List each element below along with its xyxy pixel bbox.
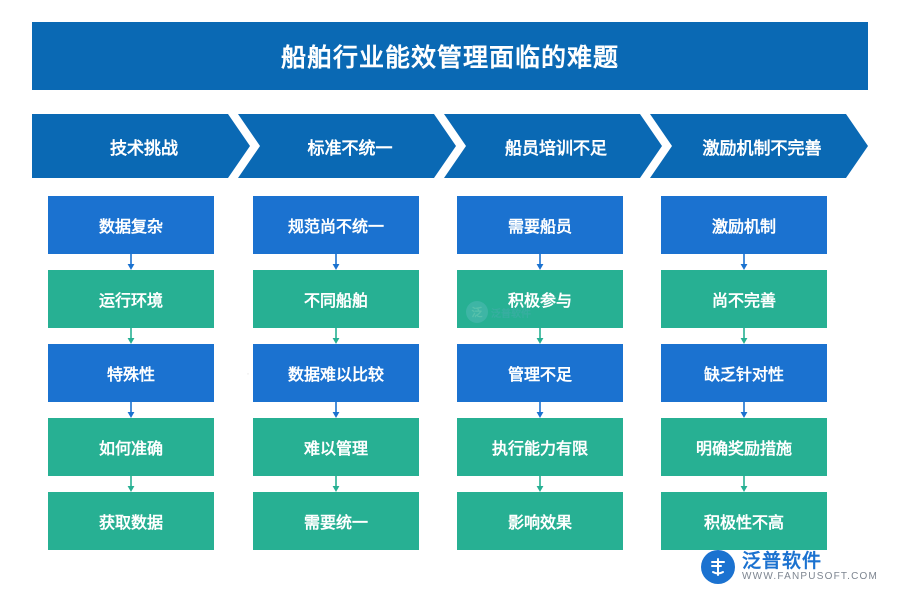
node-box[interactable]: 数据复杂	[48, 196, 214, 270]
logo-mark-icon	[701, 550, 736, 584]
column-incentive-mechanism: 激励机制 尚不完善 缺乏针对性 明确奖励措施 积极性不高	[661, 196, 827, 566]
node-label: 尚不完善	[711, 293, 776, 310]
arrow-down-icon	[328, 254, 344, 270]
chevron-label: 技术挑战	[110, 138, 178, 158]
page-title: 船舶行业能效管理面临的难题	[280, 44, 619, 72]
arrow-down-icon	[328, 402, 344, 418]
node-label: 数据难以比较	[287, 367, 384, 384]
node-box[interactable]: 缺乏针对性	[661, 344, 827, 418]
chevron-standard-inconsistent[interactable]: 标准不统一	[238, 114, 456, 178]
node-label: 明确奖励措施	[695, 441, 792, 458]
node-box[interactable]: 管理不足	[457, 344, 623, 418]
node-box[interactable]: 影响效果	[457, 492, 623, 550]
logo-name-cn: 泛普软件	[742, 550, 823, 572]
node-label: 影响效果	[507, 515, 572, 532]
title-banner: 船舶行业能效管理面临的难题	[32, 22, 868, 90]
logo-text: 泛普软件 WWW.FANPUSOFT.COM	[742, 550, 878, 582]
node-label: 难以管理	[303, 441, 368, 458]
arrow-down-icon	[532, 402, 548, 418]
arrow-down-icon	[328, 476, 344, 492]
chevron-technical-challenge[interactable]: 技术挑战	[32, 114, 250, 178]
node-box[interactable]: 运行环境	[48, 270, 214, 344]
node-label: 积极性不高	[703, 515, 784, 532]
arrow-down-icon	[123, 476, 139, 492]
arrow-down-icon	[532, 254, 548, 270]
node-label: 数据复杂	[98, 219, 163, 236]
node-label: 不同船舶	[303, 293, 368, 310]
node-box[interactable]: 激励机制	[661, 196, 827, 270]
column-technical-challenge: 数据复杂 运行环境 特殊性 如何准确 获取数据	[48, 196, 214, 566]
node-label: 激励机制	[711, 219, 776, 236]
arrow-down-icon	[532, 476, 548, 492]
node-box[interactable]: 需要船员	[457, 196, 623, 270]
node-label: 获取数据	[98, 515, 163, 532]
arrow-down-icon	[736, 254, 752, 270]
chevron-incentive-mechanism[interactable]: 激励机制不完善	[650, 114, 868, 178]
faint-watermark: ·	[246, 366, 250, 380]
arrow-down-icon	[328, 328, 344, 344]
arrow-down-icon	[123, 254, 139, 270]
chevron-crew-training[interactable]: 船员培训不足	[444, 114, 662, 178]
node-label: 需要船员	[507, 219, 572, 236]
arrow-down-icon	[532, 328, 548, 344]
node-box[interactable]: 特殊性	[48, 344, 214, 418]
node-label: 特殊性	[106, 367, 155, 384]
arrow-down-icon	[736, 328, 752, 344]
node-box[interactable]: 规范尚不统一	[253, 196, 419, 270]
chevron-label: 激励机制不完善	[702, 138, 822, 158]
node-box[interactable]: 不同船舶	[253, 270, 419, 344]
node-label: 需要统一	[303, 515, 368, 532]
chevron-row: 技术挑战 标准不统一 船员培训不足 激励机制不完善	[32, 114, 868, 178]
node-box[interactable]: 难以管理	[253, 418, 419, 492]
node-label: 执行能力有限	[491, 441, 588, 458]
chevron-label: 船员培训不足	[505, 138, 607, 158]
node-label: 积极参与	[507, 293, 572, 310]
logo-name-en: WWW.FANPUSOFT.COM	[742, 570, 878, 582]
column-standard-inconsistent: 规范尚不统一 不同船舶 数据难以比较 难以管理 需要统一	[253, 196, 419, 566]
node-label: 如何准确	[98, 441, 163, 458]
node-label: 规范尚不统一	[287, 219, 384, 236]
node-box[interactable]: 执行能力有限	[457, 418, 623, 492]
node-box[interactable]: 尚不完善	[661, 270, 827, 344]
node-box[interactable]: 需要统一	[253, 492, 419, 550]
node-box[interactable]: 如何准确	[48, 418, 214, 492]
arrow-down-icon	[736, 402, 752, 418]
node-label: 运行环境	[98, 293, 163, 310]
node-box[interactable]: 积极参与	[457, 270, 623, 344]
node-box[interactable]: 积极性不高	[661, 492, 827, 550]
arrow-down-icon	[123, 328, 139, 344]
node-box[interactable]: 明确奖励措施	[661, 418, 827, 492]
node-label: 缺乏针对性	[703, 367, 784, 384]
node-box[interactable]: 获取数据	[48, 492, 214, 550]
chevron-label: 标准不统一	[307, 138, 393, 158]
arrow-down-icon	[123, 402, 139, 418]
node-label: 管理不足	[507, 367, 572, 384]
brand-logo: 泛普软件 WWW.FANPUSOFT.COM	[701, 550, 878, 584]
column-crew-training: 需要船员 积极参与 管理不足 执行能力有限 影响效果	[457, 196, 623, 566]
node-box[interactable]: 数据难以比较	[253, 344, 419, 418]
arrow-down-icon	[736, 476, 752, 492]
